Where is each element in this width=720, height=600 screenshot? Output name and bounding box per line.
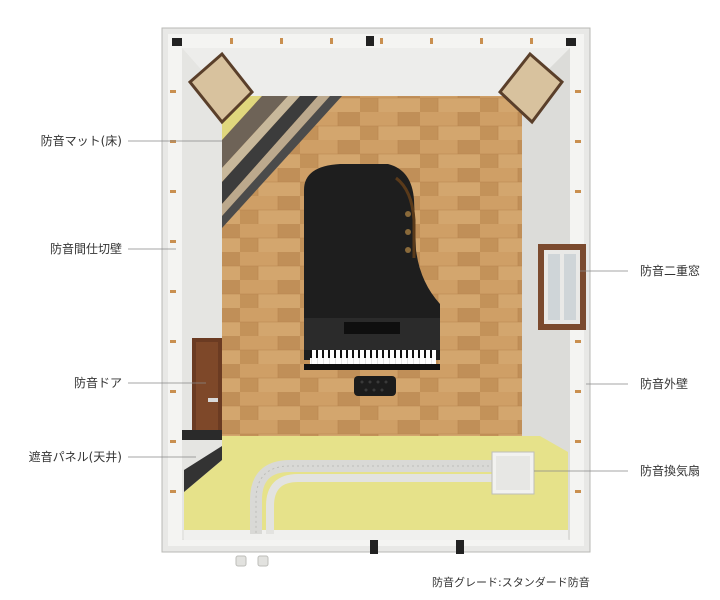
label-outer-wall: 防音外壁 [640, 377, 689, 391]
label-partition-wall: 防音間仕切壁 [49, 242, 122, 256]
label-ceiling-panel: 遮音パネル(天井) [28, 450, 122, 464]
soundproof-mat-layers [222, 96, 342, 228]
outer-wall-studs [170, 38, 581, 493]
label-soundproof-door: 防音ドア [73, 376, 122, 390]
ventilation-fan [491, 451, 535, 495]
leader-lines [128, 140, 628, 472]
vent-duct [250, 460, 494, 534]
piano-bench [354, 376, 396, 396]
frame-corners [172, 36, 576, 554]
corner-acoustic-panels [187, 51, 565, 125]
double-window [538, 244, 586, 330]
label-soundproof-mat: 防音マット(床) [40, 134, 122, 148]
outlet-fittings [235, 555, 269, 567]
grade-caption: 防音グレード:スタンダード防音 [432, 576, 590, 589]
label-ventilation-fan: 防音換気扇 [640, 464, 701, 478]
grand-piano [304, 164, 440, 370]
soundproof-door [182, 338, 222, 440]
label-double-window: 防音二重窓 [640, 264, 701, 278]
ceiling-insulation [184, 436, 568, 540]
